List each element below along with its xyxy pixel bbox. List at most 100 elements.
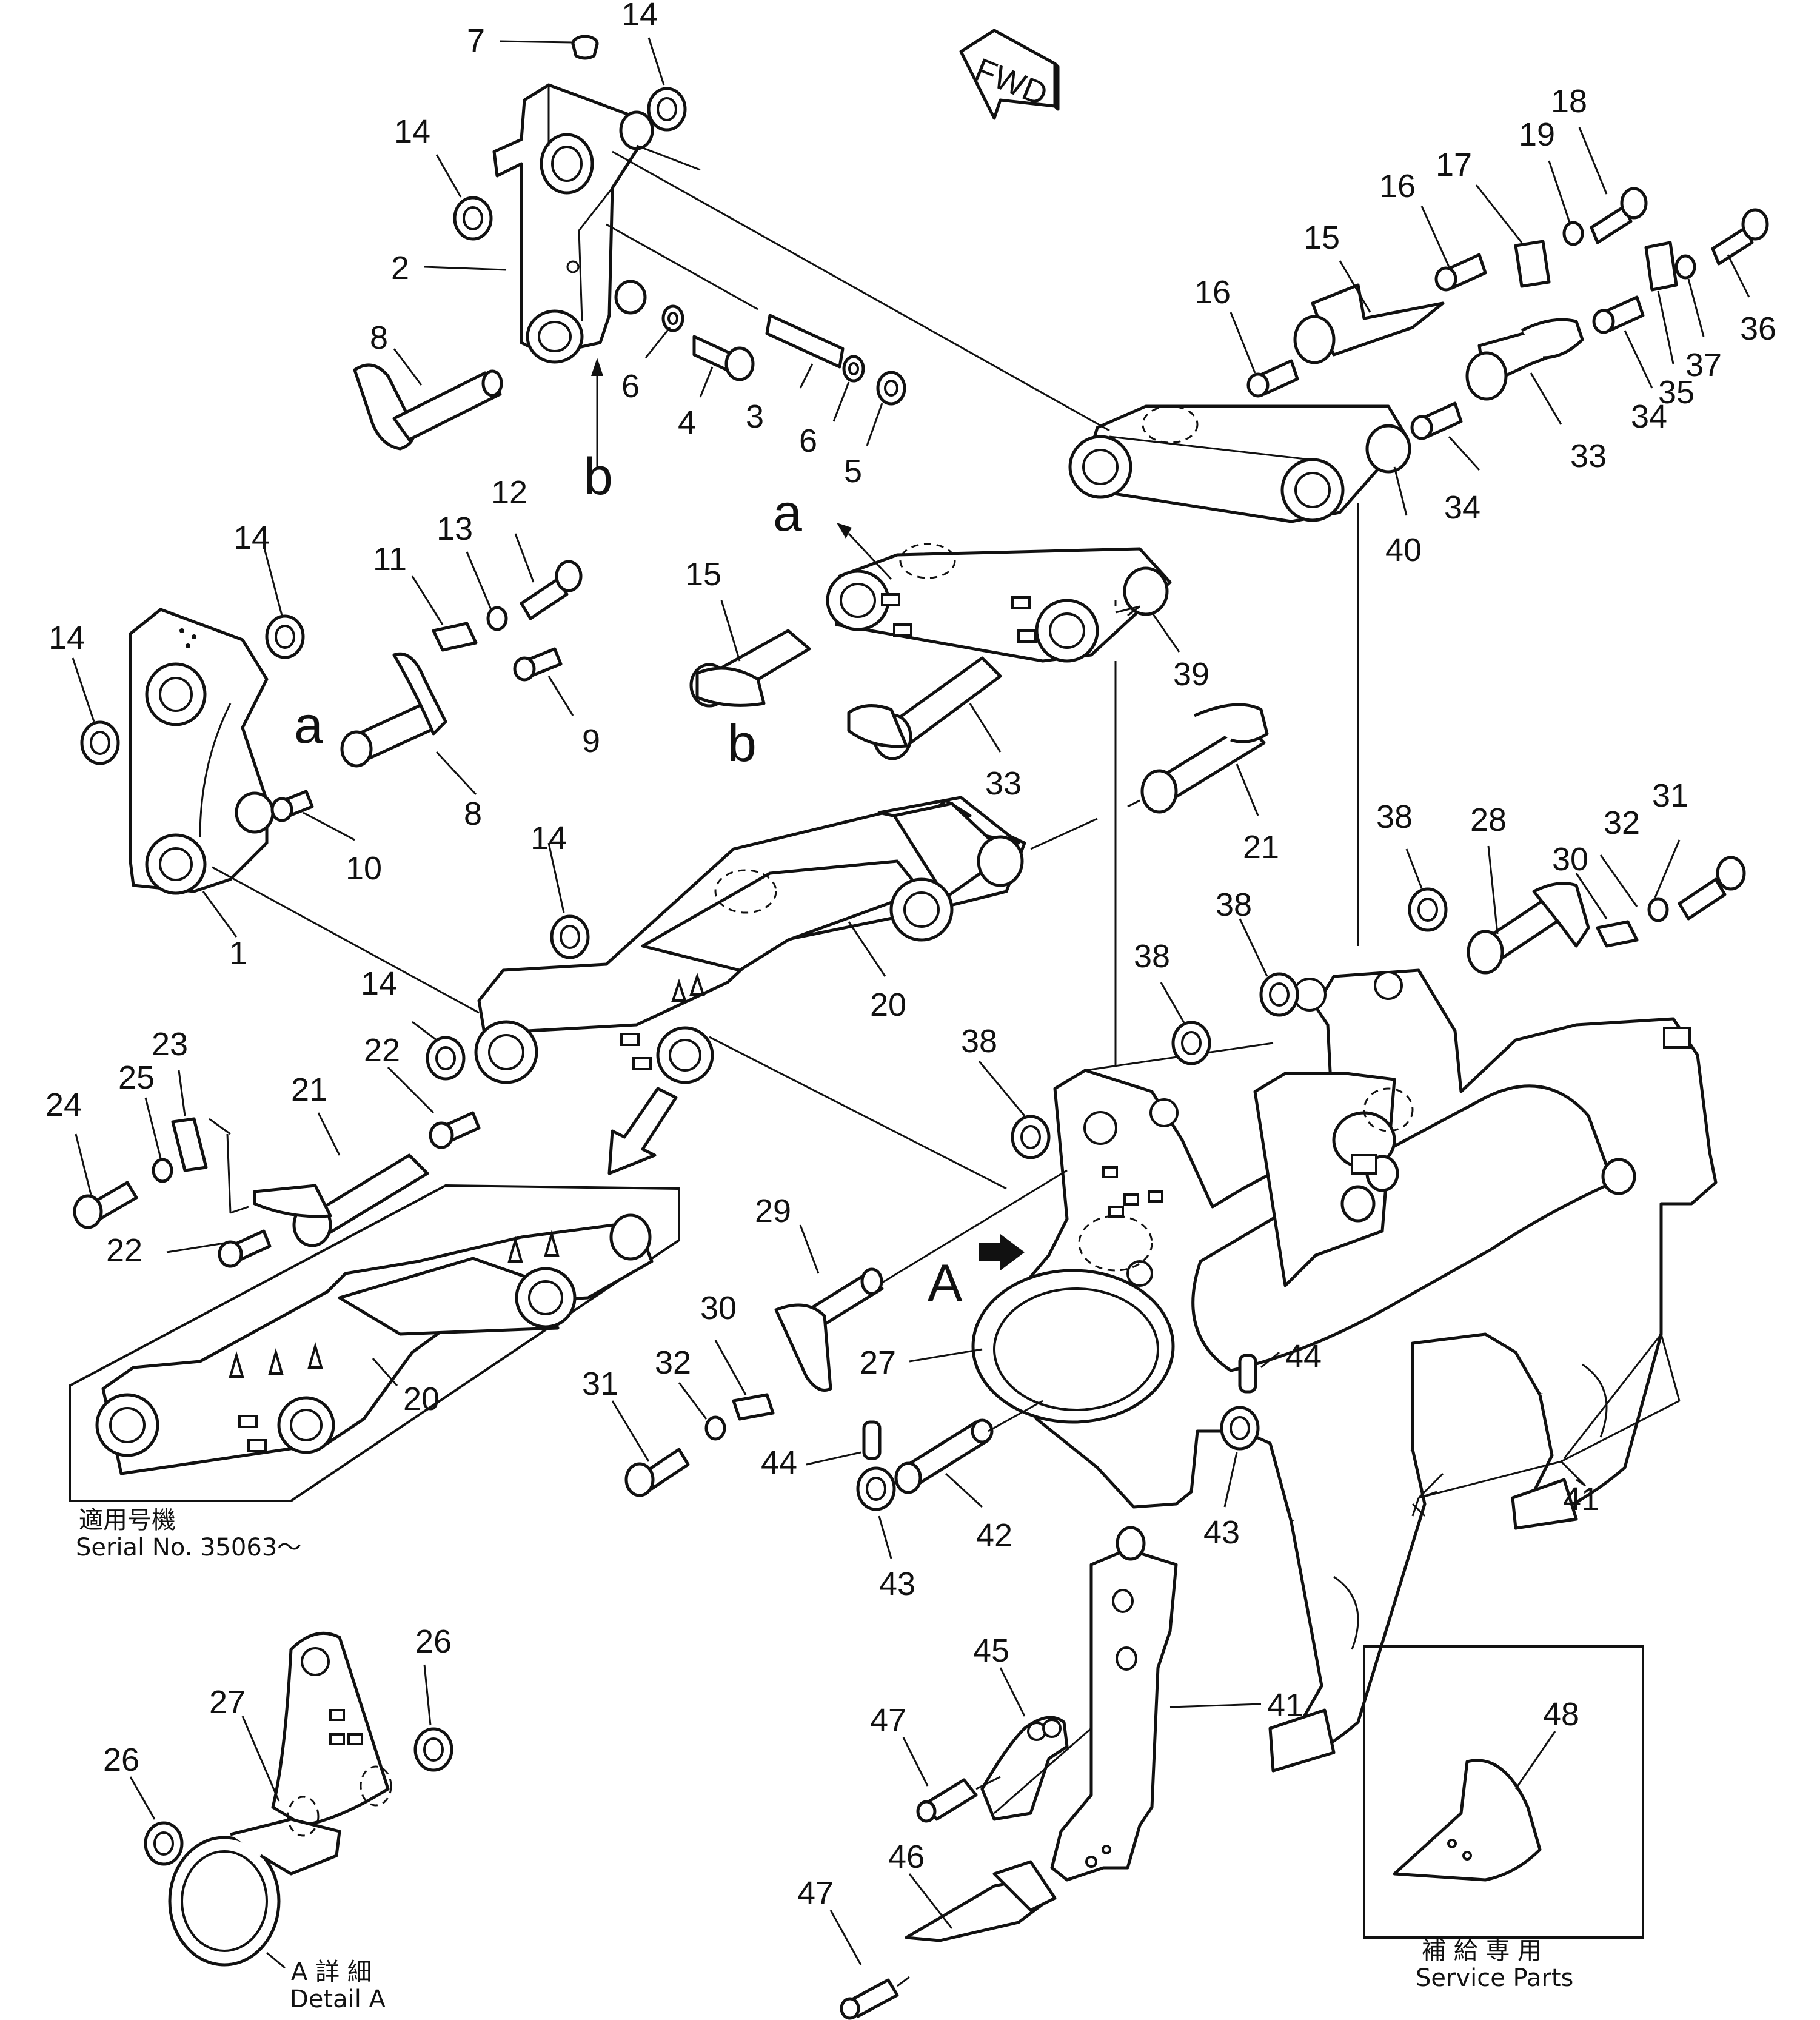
pin-21-left — [253, 1153, 429, 1247]
callout: 8 — [464, 796, 482, 832]
callout: 6 — [799, 423, 817, 459]
callout: 15 — [1303, 220, 1340, 256]
pin-15-mid — [689, 629, 811, 708]
bushing-14-a — [647, 87, 687, 132]
callout: 30 — [700, 1290, 737, 1326]
callout: 12 — [491, 474, 527, 511]
callout: 27 — [209, 1684, 246, 1720]
callout: 10 — [346, 850, 382, 887]
washer-25 — [152, 1158, 173, 1183]
pin-44-left — [862, 1420, 882, 1460]
callout: 16 — [1379, 168, 1416, 204]
callout: 26 — [415, 1623, 452, 1660]
bolt-36 — [1711, 208, 1769, 266]
plug-7 — [571, 35, 599, 60]
serial-note-jp: 適用号機 — [79, 1506, 176, 1534]
callout: 28 — [1470, 802, 1507, 838]
callout: 43 — [879, 1566, 915, 1602]
service-note-jp: 補 給 専 用 — [1422, 1937, 1542, 1965]
callout: 13 — [437, 511, 473, 547]
callout: 22 — [106, 1232, 142, 1269]
plate-30-left — [732, 1393, 775, 1421]
upper-bracket — [492, 83, 654, 364]
washer-32-left — [704, 1415, 726, 1441]
callout: 37 — [1685, 347, 1722, 383]
plate-23 — [171, 1117, 208, 1172]
bushing-26-right — [413, 1727, 453, 1772]
callout: 38 — [1216, 887, 1252, 923]
callout: 38 — [1134, 938, 1170, 975]
callout: 42 — [976, 1517, 1012, 1554]
callout: 17 — [1436, 147, 1472, 183]
bushing-14-d — [80, 720, 120, 765]
callout: 34 — [1444, 489, 1480, 526]
callout: 24 — [45, 1087, 82, 1123]
callout: 22 — [364, 1032, 400, 1069]
pin-15-upper — [1293, 283, 1445, 364]
beam-40 — [1068, 404, 1411, 523]
callout: 4 — [678, 404, 696, 441]
bolt-18 — [1590, 187, 1648, 244]
bushing-26-left — [144, 1821, 184, 1866]
service-note-en: Service Parts — [1416, 1964, 1573, 1992]
callout: 20 — [403, 1381, 440, 1417]
callout: 21 — [291, 1072, 327, 1108]
callout: 35 — [1658, 374, 1695, 411]
view-letter-a-left: a — [294, 696, 323, 754]
callout: 20 — [870, 987, 906, 1023]
view-letter-b-upper: b — [584, 448, 613, 506]
callout: 11 — [373, 541, 407, 577]
callout: 15 — [685, 556, 721, 592]
grease-16-b — [1434, 253, 1487, 292]
protector-45 — [980, 1716, 1069, 1821]
callout: 14 — [530, 820, 567, 856]
washer-13 — [486, 606, 508, 631]
detail-note-jp: A 詳 細 — [291, 1958, 372, 1986]
pin-33-mid — [847, 656, 1002, 760]
stud-3 — [765, 314, 845, 369]
callout: 14 — [49, 620, 85, 656]
callout: 33 — [985, 765, 1022, 802]
callout: 47 — [870, 1702, 906, 1739]
callout: 45 — [973, 1632, 1009, 1669]
callout: 18 — [1551, 83, 1587, 119]
bushing-38-c — [1259, 972, 1299, 1017]
washer-6-b — [842, 355, 865, 383]
bushing-38-b — [1171, 1021, 1211, 1065]
callout: 14 — [233, 520, 270, 556]
bolt-31-left — [624, 1448, 690, 1497]
washer-6-a — [661, 304, 684, 332]
shank-41 — [1050, 1526, 1178, 1882]
assembly-lines — [212, 144, 1359, 1987]
callout: 8 — [370, 320, 388, 356]
leader-lines — [72, 37, 1750, 1969]
pin-28 — [1467, 882, 1590, 975]
tip-46 — [905, 1860, 1057, 1942]
callout: 29 — [755, 1193, 791, 1229]
callout: 2 — [391, 250, 409, 286]
washer-32-right — [1647, 897, 1669, 922]
washer-19 — [1562, 221, 1584, 246]
callout: 14 — [621, 0, 658, 33]
lower-bracket-1 — [129, 608, 275, 895]
detail-letter-a: A — [928, 1254, 963, 1312]
ripper-frame — [971, 968, 1718, 1773]
bushing-14-e — [550, 914, 590, 959]
callout: 26 — [103, 1742, 139, 1778]
callout: 31 — [582, 1366, 618, 1402]
callout: 19 — [1519, 116, 1555, 153]
bushing-38-a — [1011, 1115, 1051, 1159]
callout: 44 — [761, 1445, 797, 1481]
callout: 7 — [467, 22, 485, 59]
plate-35 — [1644, 241, 1678, 292]
bushing-43-right — [1220, 1406, 1260, 1451]
view-letter-a-upper: a — [773, 484, 802, 542]
arrow-a — [979, 1234, 1025, 1270]
callout: 6 — [621, 368, 640, 404]
pin-21-right — [1140, 703, 1269, 814]
callout: 43 — [1203, 1514, 1240, 1551]
grease-22-b — [218, 1229, 272, 1268]
pin-42 — [894, 1418, 994, 1494]
bushing-14-b — [453, 196, 493, 241]
beam-39 — [826, 543, 1172, 663]
